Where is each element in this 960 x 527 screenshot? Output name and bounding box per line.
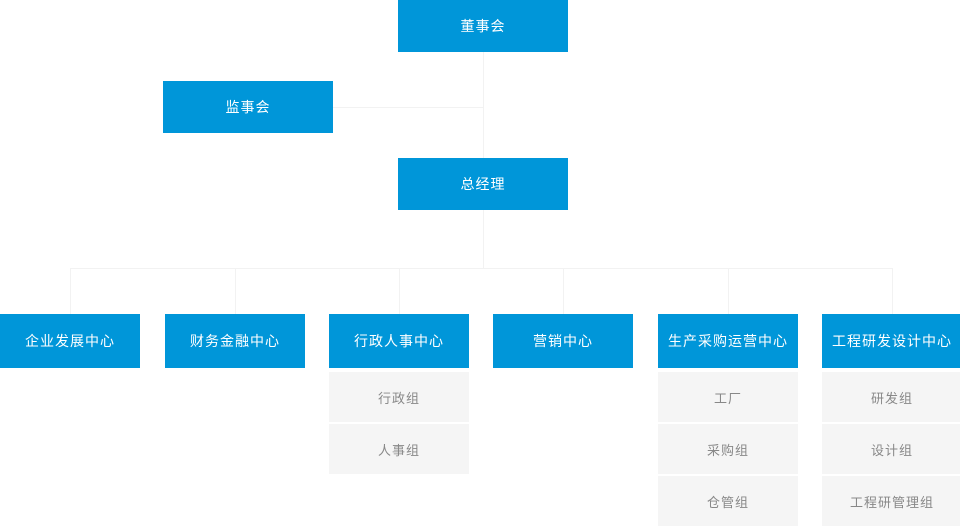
node-subteam-5-1-label: 工厂 [713,391,742,407]
node-board[interactable]: 董事会 [398,0,568,52]
node-department-2[interactable]: 财务金融中心 [165,314,305,368]
node-subteam-3-1[interactable]: 行政组 [329,372,469,422]
node-subteam-3-2-label: 人事组 [377,443,420,459]
node-subteam-5-2-label: 采购组 [706,443,749,459]
node-department-4-label: 营销中心 [533,334,593,350]
connector-board-to-gm [483,52,484,158]
node-department-3-label: 行政人事中心 [354,334,444,350]
node-subteam-6-2-label: 设计组 [870,443,913,459]
connector-drop-dept2 [235,268,236,314]
node-subteam-3-1-label: 行政组 [377,391,420,407]
connector-drop-dept1 [70,268,71,314]
node-subteam-6-3[interactable]: 工程研管理组 [822,476,960,526]
connector-drop-dept5 [728,268,729,314]
node-subteam-5-2[interactable]: 采购组 [658,424,798,474]
node-subteam-5-3-label: 仓管组 [706,495,749,511]
node-department-5-label: 生产采购运营中心 [668,334,788,350]
node-supervisor[interactable]: 监事会 [163,81,333,133]
connector-drop-dept3 [399,268,400,314]
node-subteam-5-3[interactable]: 仓管组 [658,476,798,526]
node-general-manager[interactable]: 总经理 [398,158,568,210]
node-subteam-3-2[interactable]: 人事组 [329,424,469,474]
node-supervisor-label: 监事会 [225,100,271,116]
node-subteam-5-1[interactable]: 工厂 [658,372,798,422]
connector-drop-dept6 [892,268,893,314]
node-department-1-label: 企业发展中心 [25,334,115,350]
node-subteam-6-3-label: 工程研管理组 [849,495,934,511]
node-department-4[interactable]: 营销中心 [493,314,633,368]
node-department-6[interactable]: 工程研发设计中心 [822,314,960,368]
node-subteam-6-1[interactable]: 研发组 [822,372,960,422]
node-subteam-6-2[interactable]: 设计组 [822,424,960,474]
node-department-2-label: 财务金融中心 [190,334,280,350]
node-department-3[interactable]: 行政人事中心 [329,314,469,368]
node-subteam-6-1-label: 研发组 [870,391,913,407]
node-board-label: 董事会 [460,19,506,35]
connector-drop-dept4 [563,268,564,314]
node-department-5[interactable]: 生产采购运营中心 [658,314,798,368]
connector-department-bus [70,268,892,269]
node-department-6-label: 工程研发设计中心 [832,334,952,350]
node-department-1[interactable]: 企业发展中心 [0,314,140,368]
connector-board-to-supervisor [333,107,483,108]
connector-gm-stem [483,210,484,268]
node-general-manager-label: 总经理 [460,177,506,193]
